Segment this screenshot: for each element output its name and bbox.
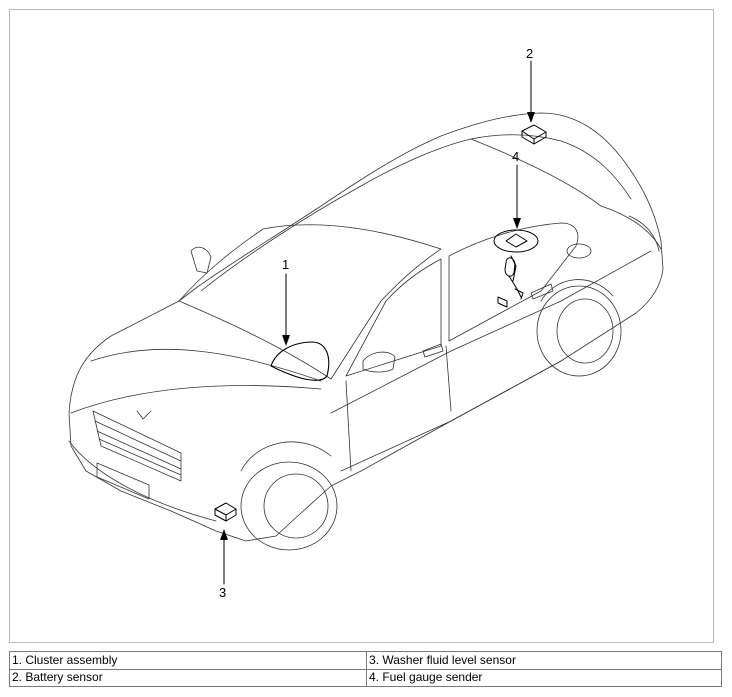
rear-wheel-rim	[556, 298, 614, 364]
car-body-outline	[68, 112, 664, 542]
side-mirror	[362, 351, 396, 373]
fuel-sender-flange	[493, 229, 539, 253]
left-mirror	[190, 246, 212, 274]
callout-1: 1	[282, 257, 290, 272]
battery-sensor-shape	[521, 124, 547, 145]
rear-wheel-arch	[540, 279, 614, 302]
legend-row: 2. Battery sensor 4. Fuel gauge sender	[9, 668, 722, 687]
diagram-frame: 1 2 3 4	[9, 9, 714, 643]
callout-3: 3	[219, 585, 227, 600]
rocker	[340, 360, 562, 472]
callout-2: 2	[526, 46, 534, 61]
front-wheel-arch	[240, 441, 332, 472]
door-line-1	[445, 345, 452, 412]
callout-4: 4	[512, 149, 520, 164]
legend-item-cluster-assembly: 1. Cluster assembly	[9, 651, 367, 670]
fuel-sender-cap	[505, 233, 528, 248]
car-illustration	[68, 60, 664, 585]
legend-row: 1. Cluster assembly 3. Washer fluid leve…	[9, 651, 722, 670]
washer-fluid-sensor-shape	[214, 502, 237, 522]
hood-crease	[90, 348, 322, 382]
cluster-assembly-shape	[270, 341, 330, 381]
arrowhead-3	[220, 529, 228, 540]
tail-light	[628, 215, 660, 252]
grille-slats	[94, 420, 182, 476]
fuel-door	[566, 243, 592, 259]
arrowhead-1	[282, 335, 290, 346]
hood-edge	[70, 385, 322, 414]
front-side-window	[345, 258, 442, 377]
legend-item-fuel-gauge-sender: 4. Fuel gauge sender	[366, 668, 722, 687]
front-wheel-tire	[240, 461, 338, 551]
side-crease	[330, 250, 652, 414]
legend-table: 1. Cluster assembly 3. Washer fluid leve…	[9, 651, 722, 687]
arrowhead-2	[527, 112, 535, 123]
license-plate	[96, 462, 150, 500]
door-line-2	[345, 380, 352, 472]
grille	[92, 410, 182, 482]
legend-item-washer-fluid-sensor: 3. Washer fluid level sensor	[366, 651, 722, 670]
rear-side-window	[448, 222, 579, 342]
fuel-sender-body	[497, 255, 524, 308]
windshield	[178, 224, 442, 380]
front-wheel-rim	[263, 473, 329, 539]
rear-door-handle	[530, 283, 554, 300]
roof-rear	[470, 138, 602, 207]
car-roof	[200, 134, 632, 292]
legend-item-battery-sensor: 2. Battery sensor	[9, 668, 367, 687]
front-door-handle	[422, 343, 444, 358]
rear-wheel-tire	[536, 285, 622, 377]
arrowhead-4	[513, 218, 521, 229]
trunk-line	[600, 205, 662, 250]
front-bumper	[68, 440, 217, 522]
emblem	[136, 410, 152, 420]
